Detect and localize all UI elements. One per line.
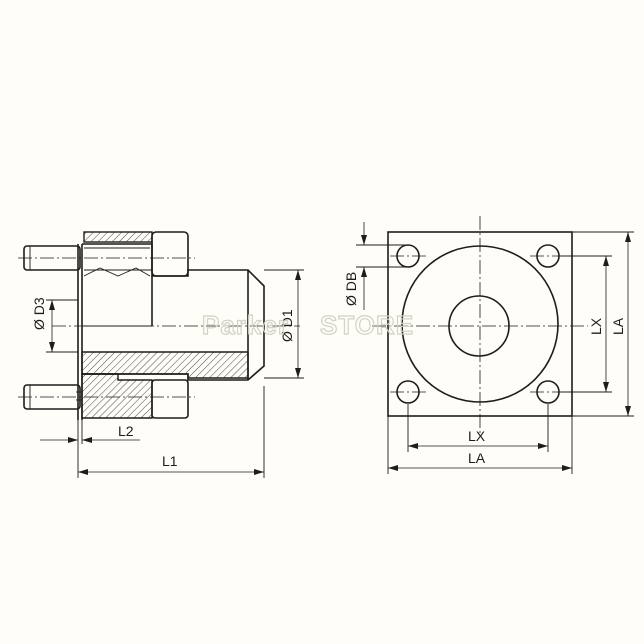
l1-dimension: L1 bbox=[78, 386, 265, 478]
l2-dimension: L2 bbox=[40, 420, 140, 478]
d3-label: Ø D3 bbox=[31, 297, 47, 330]
lx-vertical-label: LX bbox=[588, 317, 604, 335]
d1-label: Ø D1 bbox=[279, 309, 295, 342]
la-vertical-dimension: LA bbox=[572, 231, 634, 417]
lower-section bbox=[76, 351, 249, 419]
d3-dimension: Ø D3 bbox=[31, 297, 78, 353]
lower-bolt bbox=[23, 384, 81, 410]
l2-label: L2 bbox=[118, 423, 134, 439]
watermark-right: STORE bbox=[320, 310, 414, 340]
front-view: Ø DB LX LA LX bbox=[343, 216, 634, 474]
db-dimension: Ø DB bbox=[343, 222, 408, 310]
la-horizontal-dimension: LA bbox=[387, 416, 573, 474]
l1-label: L1 bbox=[162, 453, 178, 469]
lx-horizontal-label: LX bbox=[468, 428, 486, 444]
lx-vertical-dimension: LX bbox=[560, 255, 612, 393]
watermark-left: Parker bbox=[202, 310, 289, 340]
d1-dimension: Ø D1 bbox=[264, 269, 304, 379]
watermark: Parker STORE bbox=[201, 309, 414, 340]
side-view: Ø D3 Ø D1 L2 L1 bbox=[18, 231, 304, 478]
la-vertical-label: LA bbox=[610, 317, 626, 335]
upper-bolt bbox=[23, 245, 81, 271]
upper-screw-head bbox=[83, 231, 189, 277]
lx-horizontal-dimension: LX bbox=[407, 404, 549, 452]
la-horizontal-label: LA bbox=[468, 450, 486, 466]
db-label: Ø DB bbox=[343, 272, 359, 306]
